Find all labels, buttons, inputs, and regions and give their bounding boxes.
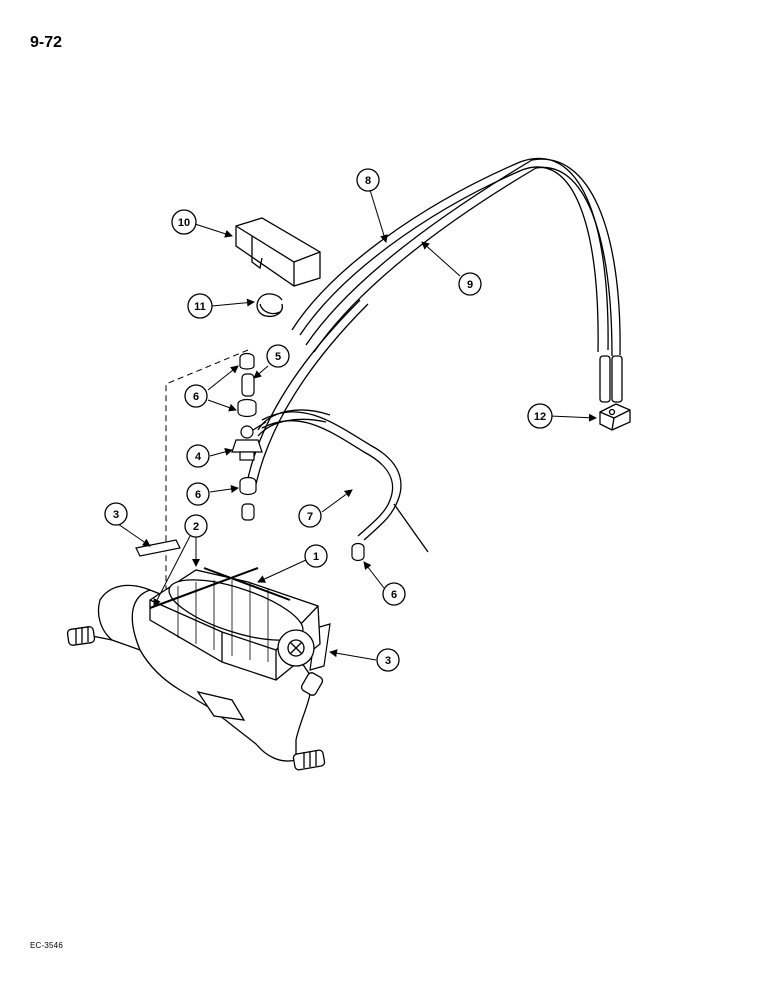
callout-6b-label: 6 (195, 489, 201, 501)
leader-lines (117, 189, 597, 661)
callout-3b-label: 3 (385, 655, 391, 667)
callout-11: 11 (187, 293, 213, 319)
callout-10: 10 (171, 209, 197, 235)
assembly-dashed-line (165, 349, 249, 590)
part-8-9-pipes (247, 157, 621, 485)
pipe-stubs (599, 355, 623, 403)
callout-9: 9 (458, 272, 482, 296)
callout-1: 1 (304, 544, 328, 568)
part-7-pipe (257, 409, 429, 553)
callout-9-label: 9 (467, 279, 473, 291)
callout-6a-label: 6 (193, 391, 199, 403)
part-11-clip (256, 293, 283, 318)
callout-7-label: 7 (307, 511, 313, 523)
callout-6a: 6 (184, 384, 208, 408)
callout-3a: 3 (104, 502, 128, 526)
callout-5-label: 5 (275, 351, 281, 363)
callout-12-label: 12 (534, 411, 546, 423)
callout-5: 5 (266, 344, 290, 368)
callout-6c: 6 (382, 582, 406, 606)
callout-3a-label: 3 (113, 509, 119, 521)
part-5-6-4-fittings (231, 352, 365, 562)
callout-8: 8 (356, 168, 380, 192)
callout-4: 4 (186, 444, 210, 468)
callout-12: 12 (527, 403, 553, 429)
callout-2: 2 (184, 514, 208, 538)
callout-1-label: 1 (313, 551, 319, 563)
callout-3b: 3 (376, 648, 400, 672)
part-1-2-heater-assembly (66, 567, 326, 771)
callout-10-label: 10 (178, 217, 190, 229)
callout-6b: 6 (186, 482, 210, 506)
part-12-block (599, 403, 631, 431)
callout-11-label: 11 (194, 301, 206, 313)
figure-code: EC-3546 (30, 941, 63, 950)
callout-2-label: 2 (193, 521, 199, 533)
part-10-block (235, 217, 321, 287)
callout-8-label: 8 (365, 175, 371, 187)
callout-7: 7 (298, 504, 322, 528)
callout-4-label: 4 (195, 451, 202, 463)
page-number: 9-72 (30, 34, 63, 51)
callout-6c-label: 6 (391, 589, 397, 601)
callout-group: 10 11 8 9 5 6 4 6 12 7 3 2 1 6 3 (104, 168, 553, 672)
